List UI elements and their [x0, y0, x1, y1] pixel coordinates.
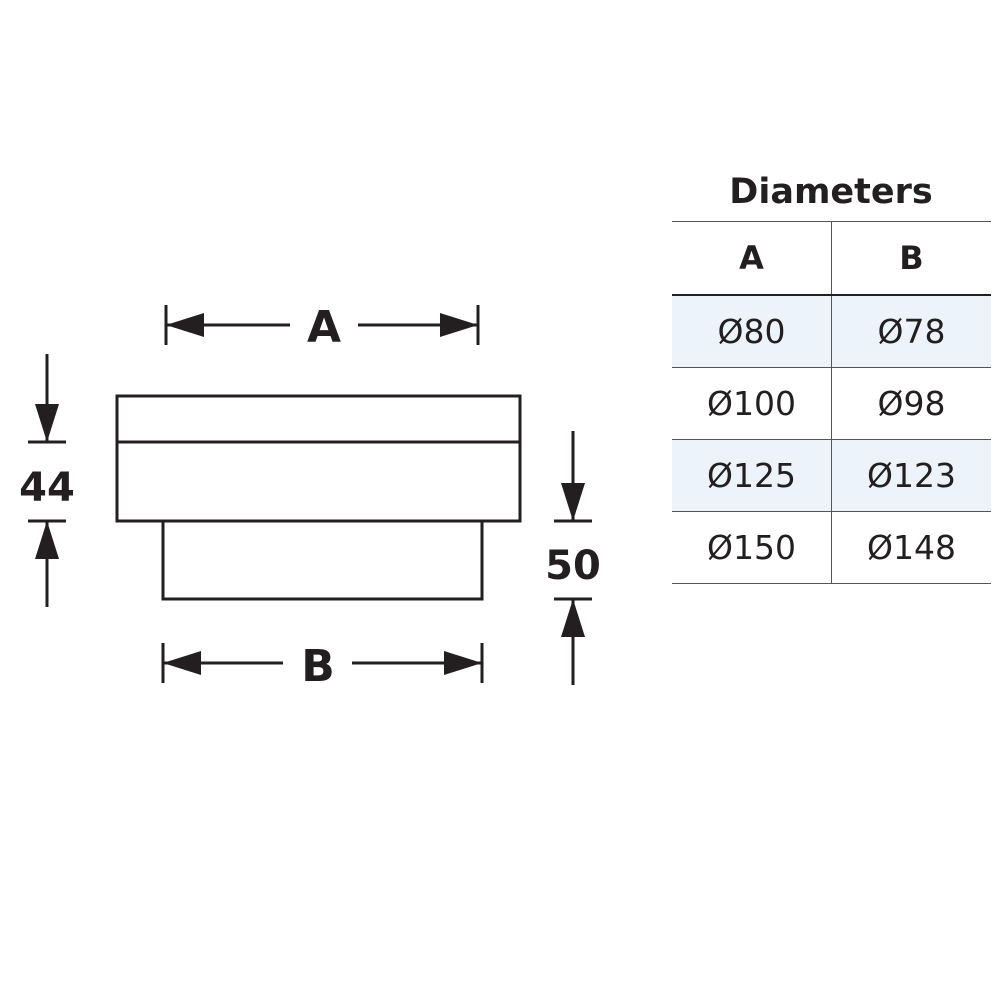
table-row: Ø150 Ø148 — [672, 511, 991, 584]
dimension-50-arrow-up — [561, 599, 585, 637]
diameter-b-cell: Ø98 — [831, 367, 991, 440]
diameter-a-cell: Ø150 — [672, 511, 832, 584]
table-row: Ø100 Ø98 — [672, 367, 991, 440]
lower-spigot-outline — [161, 519, 484, 601]
diameter-b-cell: Ø123 — [831, 439, 991, 512]
diameter-a-cell: Ø80 — [672, 295, 832, 368]
diameters-table-title: Diameters — [729, 172, 933, 212]
diameter-a-cell: Ø100 — [672, 367, 832, 440]
dimension-50 — [554, 431, 592, 685]
dimension-a-arrow-left — [166, 313, 204, 337]
dimension-44-arrow-down — [35, 404, 59, 442]
diameter-a-cell: Ø125 — [672, 439, 832, 512]
dimension-50-arrow-down — [561, 483, 585, 521]
dimension-a-label: A — [307, 302, 341, 353]
part-outline — [115, 394, 522, 601]
diameters-header-row: A B — [672, 221, 991, 295]
dimension-b-arrow-left — [163, 651, 201, 675]
diameters-table: A B Ø80 Ø78 Ø100 Ø98 Ø125 Ø123 Ø150 Ø148 — [672, 221, 991, 584]
dimension-50-label: 50 — [545, 543, 601, 589]
dimension-44 — [28, 354, 66, 607]
dimension-44-arrow-up — [35, 521, 59, 559]
dimension-a — [164, 305, 480, 345]
table-row: Ø125 Ø123 — [672, 439, 991, 512]
dimension-a-arrow-right — [440, 313, 478, 337]
dimension-b-arrow-right — [444, 651, 482, 675]
diameter-b-cell: Ø148 — [831, 511, 991, 584]
dimension-b — [161, 643, 484, 683]
diameter-b-cell: Ø78 — [831, 295, 991, 368]
dimension-b-label: B — [301, 641, 335, 692]
table-row: Ø80 Ø78 — [672, 295, 991, 368]
upper-collar-outline — [115, 394, 522, 523]
column-header-a: A — [739, 239, 764, 277]
column-header-b: B — [831, 221, 991, 295]
dimension-44-label: 44 — [19, 465, 75, 511]
